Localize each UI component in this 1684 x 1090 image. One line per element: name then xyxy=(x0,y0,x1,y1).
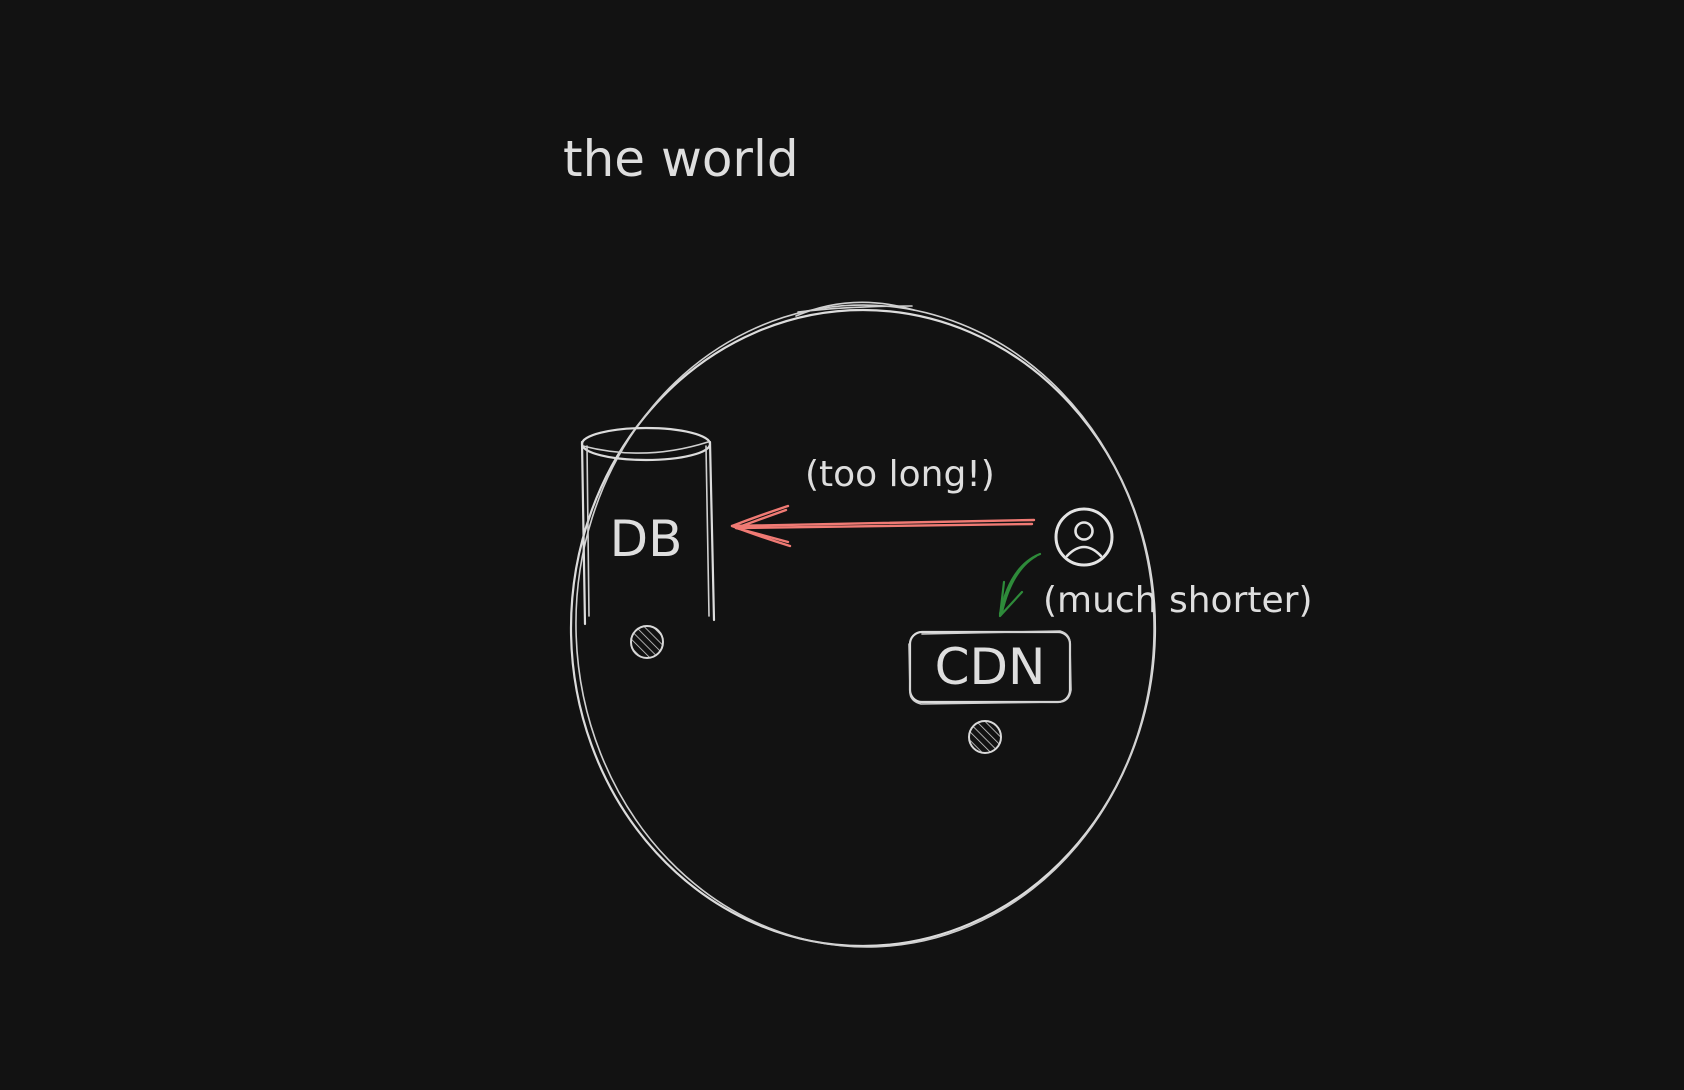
db-cylinder xyxy=(580,426,716,626)
cdn-label: CDN xyxy=(935,638,1046,696)
user-icon xyxy=(1054,507,1114,567)
db-label: DB xyxy=(610,510,683,568)
long-path-arrow xyxy=(730,504,1036,548)
diagram-title: the world xyxy=(563,130,799,188)
cdn-box xyxy=(908,630,1072,705)
long-path-label: (too long!) xyxy=(805,454,995,495)
hatched-dot-icon xyxy=(630,625,664,659)
world-circle xyxy=(569,301,1157,948)
hatched-dot-icon xyxy=(968,720,1002,754)
short-path-label: (much shorter) xyxy=(1043,580,1313,621)
short-path-arrow xyxy=(998,552,1042,618)
